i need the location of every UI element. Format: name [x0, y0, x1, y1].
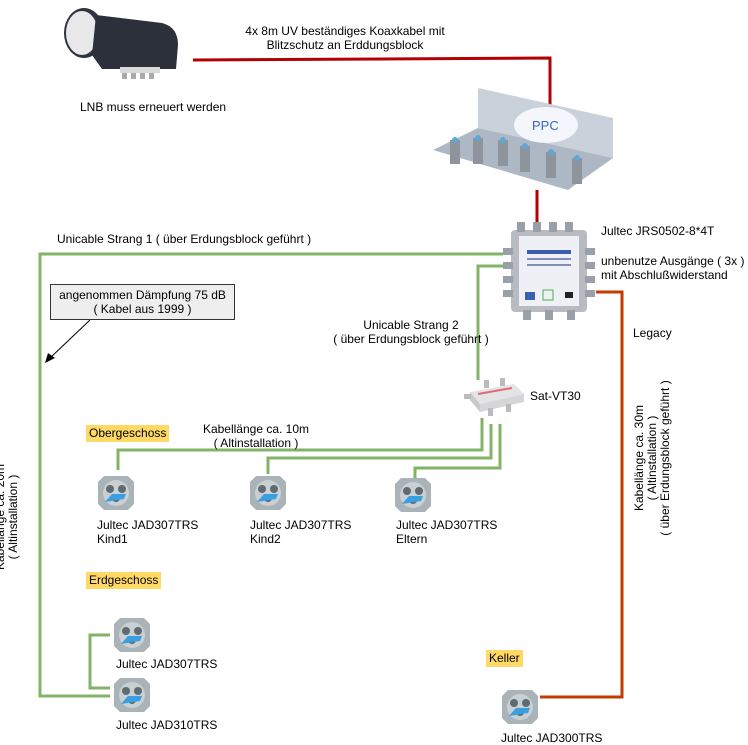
attenuation-note-line2: ( Kabel aus 1999 ): [93, 302, 192, 316]
outlet-kind2-label: Jultec JAD307TRS Kind2: [250, 518, 351, 546]
left-cable-length-label: Kabellänge ca. 20m ( Altinstallation ): [0, 457, 22, 577]
upper-cable-length-label: Kabellänge ca. 10m ( Altinstallation ): [196, 422, 316, 450]
multiswitch-note-line1: unbenutze Ausgänge ( 3x ): [601, 254, 745, 268]
outlet-kind1-label: Jultec JAD307TRS Kind1: [97, 518, 198, 546]
splitter: [464, 378, 526, 418]
attenuation-note: angenommen Dämpfung 75 dB ( Kabel aus 19…: [50, 284, 235, 320]
arrow-head: [45, 353, 55, 363]
cable-to-eltern: [413, 424, 502, 478]
floor-tag-upper: Obergeschoss: [86, 425, 170, 442]
outlet-keller-label: Jultec JAD300TRS: [501, 731, 603, 745]
lnb-label: LNB muss erneuert werden: [80, 100, 227, 114]
outlet-model: Jultec JAD307TRS: [97, 518, 199, 532]
splitter-label: Sat-VT30: [530, 389, 581, 403]
splitter-icon: [464, 378, 524, 416]
outlet-icon: [393, 478, 433, 517]
outlet-eltern-label: Jultec JAD307TRS Eltern: [396, 518, 497, 546]
outlet-keller: [500, 688, 540, 729]
outlet-model: Jultec JAD307TRS: [396, 518, 498, 532]
sat-cable-lnb-to-grounding: [192, 56, 552, 112]
outlet-kind2: [248, 474, 288, 515]
outlet-eg-1-label: Jultec JAD307TRS: [116, 657, 218, 671]
outlet-room: Eltern: [396, 532, 428, 546]
outlet-eg-2-label: Jultec JAD310TRS: [116, 718, 218, 732]
cable-to-kind1: [116, 418, 484, 470]
legacy-label: Legacy: [633, 326, 672, 340]
outlet-icon: [112, 678, 152, 717]
lnb-icon: [64, 8, 178, 79]
eg-branch-cable: [88, 633, 110, 690]
legacy-cable-length-label: Kabellänge ca. 30m ( Altinstallation ) (…: [632, 378, 675, 538]
outlet-eg-1: [112, 616, 152, 657]
outlet-room: Kind1: [97, 532, 128, 546]
multiswitch-note-line2: mit Abschlußwiderstand: [601, 268, 728, 282]
upper-cable-line1: Kabellänge ca. 10m: [202, 422, 310, 436]
lnb: [62, 5, 182, 83]
outlet-eg-2: [112, 676, 152, 717]
legacy-cable: [540, 290, 624, 699]
multiswitch-note: unbenutze Ausgänge ( 3x ) mit Abschlußwi…: [601, 254, 744, 282]
floor-tag-ground: Erdgeschoss: [86, 572, 162, 589]
sat-cable-label-line1: 4x 8m UV beständiges Koaxkabel mit: [245, 24, 445, 38]
outlet-icon: [96, 476, 136, 515]
multiswitch-name: Jultec JRS0502-8*4T: [601, 224, 715, 238]
outlet-icon: [500, 690, 540, 729]
outlet-kind1: [96, 474, 136, 515]
left-cable-line2: ( Altinstallation ): [6, 474, 20, 560]
sat-cable-label-line2: Blitzschutz an Erddungsblock: [266, 38, 424, 52]
cable-to-kind2: [266, 424, 493, 474]
grounding-block: PPC: [428, 80, 618, 195]
legacy-cable-line3: ( über Erdungsblock geführt ): [658, 380, 672, 536]
unicable-strand-2-line1: Unicable Strang 2: [363, 318, 459, 332]
outlet-eltern: [393, 476, 433, 517]
upper-cable-line2: ( Altinstallation ): [213, 436, 299, 450]
unicable-strand-2: [476, 264, 503, 380]
unicable-strand-1-label: Unicable Strang 1 ( über Erdungsblock ge…: [57, 232, 312, 246]
sat-cable-label: 4x 8m UV beständiges Koaxkabel mit Blitz…: [240, 24, 450, 52]
unicable-strand-1: [38, 252, 503, 698]
multiswitch: [503, 222, 595, 320]
outlet-room: Kind2: [250, 532, 281, 546]
unicable-strand-2-line2: ( über Erdungsblock geführt ): [333, 332, 489, 346]
floor-tag-basement: Keller: [486, 650, 523, 667]
ppc-logo: PPC: [532, 118, 559, 133]
attenuation-arrow: [49, 319, 91, 359]
outlet-model: Jultec JAD307TRS: [250, 518, 352, 532]
outlet-icon: [248, 476, 288, 515]
unicable-strand-2-label: Unicable Strang 2 ( über Erdungsblock ge…: [326, 318, 496, 346]
outlet-icon: [112, 618, 152, 657]
multiswitch-icon: [503, 222, 595, 320]
grounding-block-icon: PPC: [433, 88, 613, 190]
attenuation-note-line1: angenommen Dämpfung 75 dB: [59, 288, 226, 302]
